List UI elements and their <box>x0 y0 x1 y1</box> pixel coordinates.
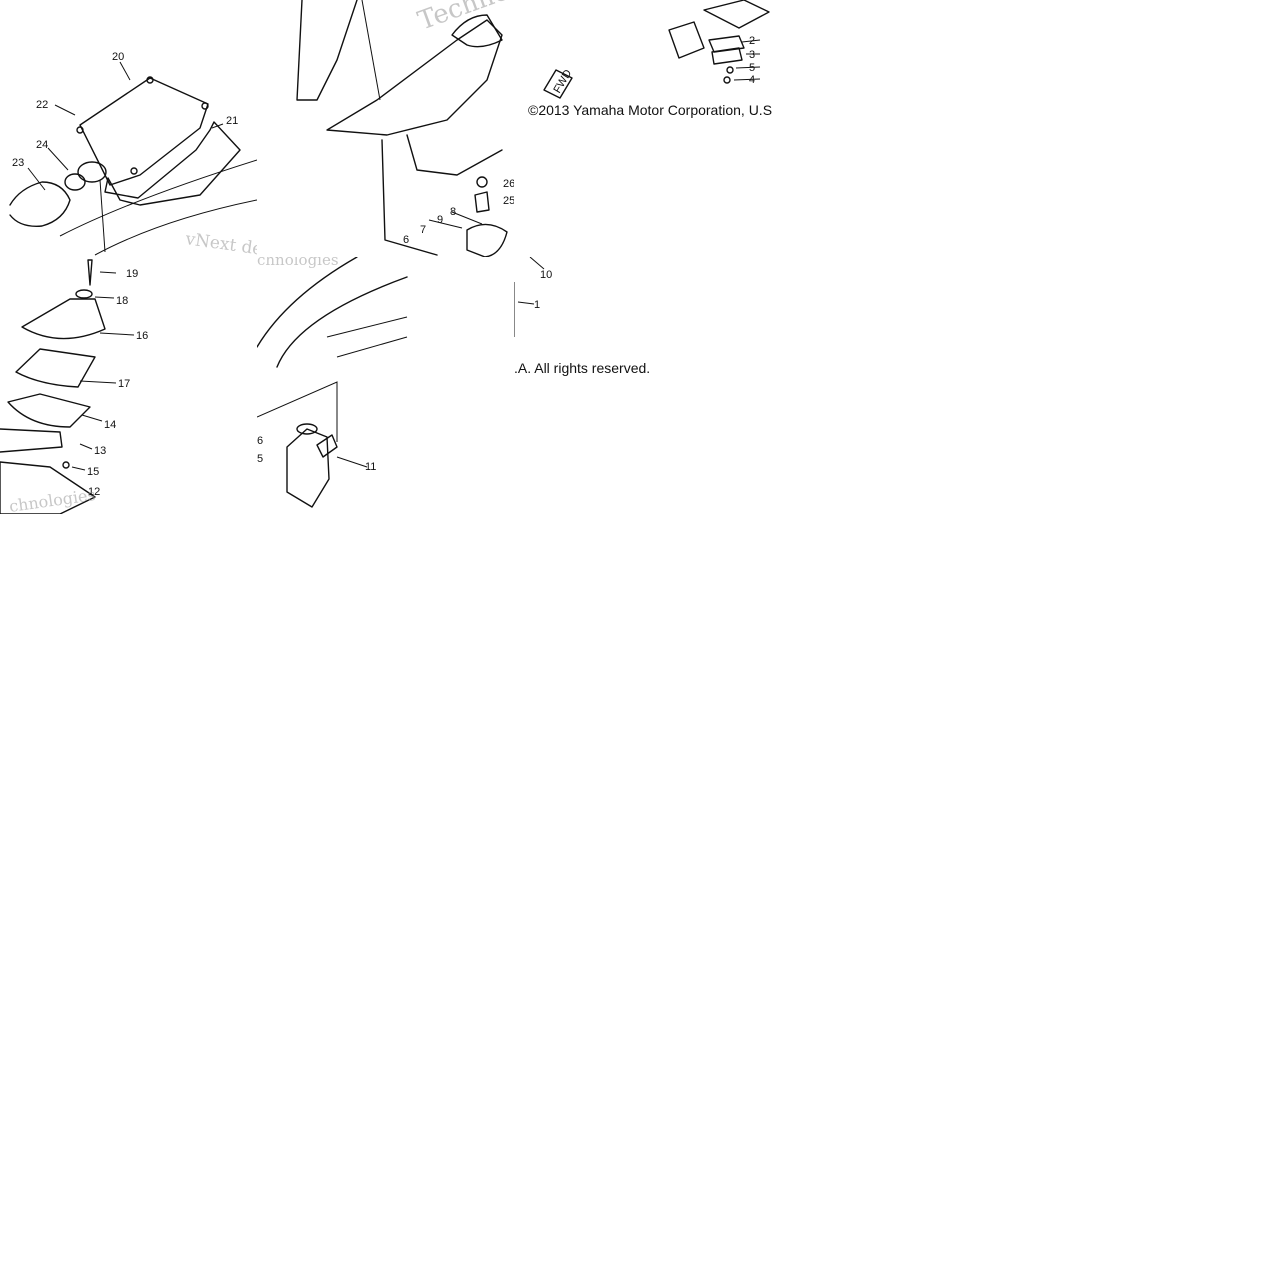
callout-11: 11 <box>365 461 376 473</box>
callout-21: 21 <box>226 115 238 127</box>
callout-18: 18 <box>116 295 128 307</box>
callout-4: 4 <box>749 74 755 86</box>
callout-12: 12 <box>88 486 100 498</box>
copyright-notice-top: ©2013 Yamaha Motor Corporation, U.S <box>528 102 773 118</box>
diagram-tile-air-filter: 19 18 16 17 14 13 15 12 chnologies <box>0 257 257 514</box>
watermark-text: chnologies <box>8 485 97 514</box>
callout-22: 22 <box>36 99 48 111</box>
callout-26: 26 <box>503 178 514 190</box>
callout-5: 5 <box>257 453 263 465</box>
callout-3: 3 <box>749 49 755 61</box>
watermark-text: chnologies <box>257 257 339 269</box>
callout-5: 5 <box>749 62 755 74</box>
callout-9: 9 <box>437 214 443 226</box>
callout-14: 14 <box>104 419 116 431</box>
callout-8: 8 <box>450 206 456 218</box>
callout-6: 6 <box>257 435 263 447</box>
callout-10: 10 <box>540 269 552 281</box>
callout-25: 25 <box>503 195 514 207</box>
callout-20: 20 <box>112 51 124 63</box>
diagram-tile-carburetor: 6 5 11 chnologies <box>257 257 514 514</box>
callout-1: 1 <box>534 299 540 311</box>
callout-13: 13 <box>94 445 106 457</box>
diagram-tile-airbox-cover: 20 21 22 23 24 vNext de <box>0 0 257 257</box>
callout-6: 6 <box>403 234 409 246</box>
callout-16: 16 <box>136 330 148 342</box>
callout-24: 24 <box>36 139 48 151</box>
diagram-tile-reed-valve: 2 3 5 4 FWD <box>514 0 771 257</box>
diagram-tile-detail: 10 1 <box>514 257 771 514</box>
callout-7: 7 <box>420 224 426 236</box>
copyright-notice-bottom: .A. All rights reserved. <box>514 360 651 376</box>
diagram-tile-frame: 26 25 8 9 7 6 Techno <box>257 0 514 257</box>
watermark-text: vNext de <box>183 229 257 257</box>
callout-17: 17 <box>118 378 130 390</box>
callout-19: 19 <box>126 268 138 280</box>
fwd-arrow-icon: FWD <box>543 68 574 99</box>
callout-15: 15 <box>87 466 99 478</box>
callout-2: 2 <box>749 35 755 47</box>
callout-23: 23 <box>12 157 24 169</box>
